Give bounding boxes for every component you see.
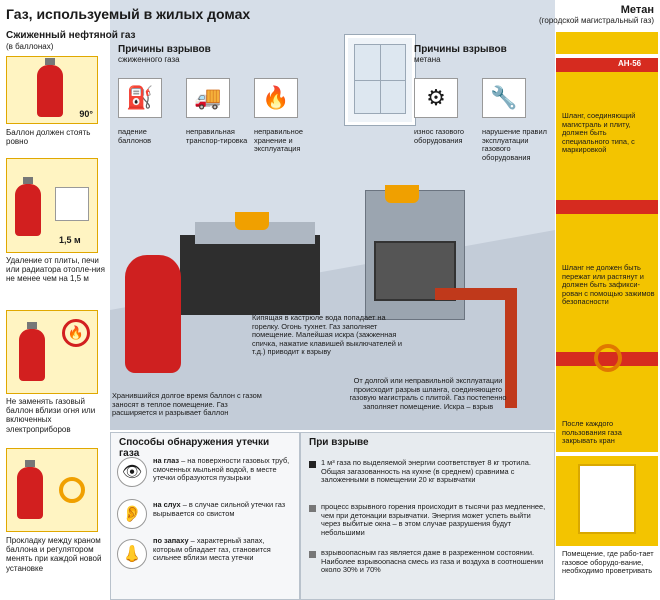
methane-header: Метан (городской магистральный газ) xyxy=(539,4,654,25)
worn-equipment-icon: ⚙ xyxy=(414,78,458,118)
causes-methane-title: Причины взрывов xyxy=(414,44,507,55)
lpg-panel-fire: 🔥 xyxy=(6,310,98,394)
lpg-tip-gasket: Прокладку между краном баллона и регулят… xyxy=(6,536,102,573)
ear-icon: 👂 xyxy=(117,499,147,529)
causes-methane-subtitle: метана xyxy=(414,55,441,64)
causes-lpg-title: Причины взрывов xyxy=(118,44,211,55)
window-icon xyxy=(578,464,636,534)
cause-lpg-1: падение баллонов xyxy=(118,127,152,145)
eye-icon: 👁 xyxy=(117,457,147,487)
methane-tip-ventilation: Помещение, где рабо-тает газовое оборудо… xyxy=(562,549,654,576)
falling-cylinder-icon: ⛽ xyxy=(118,78,162,118)
cause-methane-1: износ газового оборудования xyxy=(414,127,465,145)
methane-title: Метан xyxy=(620,4,654,16)
cause-lpg-3: неправильное хранение и эксплуатация xyxy=(254,127,303,154)
gas-cylinder-icon xyxy=(15,177,41,236)
stove-small-icon xyxy=(55,187,89,221)
methane-pipe xyxy=(556,200,658,214)
explosion-fact-1: 1 м³ газа по выделяемой энергии соответс… xyxy=(321,458,531,485)
gas-cylinder-icon xyxy=(17,460,43,519)
methane-subtitle: (городской магистральный газ) xyxy=(538,16,654,25)
bullet xyxy=(309,551,316,558)
kitchen-counter xyxy=(180,235,320,315)
explosion-title: При взрыве xyxy=(309,437,369,448)
lpg-panel-distance: 1,5 м xyxy=(6,158,98,253)
causes-lpg-header: Причины взрывов сжиженного газа xyxy=(118,44,211,64)
methane-tip-hose: Шланг, соединяющий магистраль и плиту, д… xyxy=(562,111,636,155)
detection-item-hearing: на слух – в случае сильной утечки газ вы… xyxy=(153,500,286,518)
note-pot: Кипящая в кастрюле вода попадает на горе… xyxy=(252,313,403,357)
bullet xyxy=(309,461,316,468)
lpg-tip-fire: Не заменять газовый баллон вблизи огня и… xyxy=(6,397,96,434)
lpg-tip-distance: Удаление от плиты, печи или радиатора от… xyxy=(6,256,105,284)
cause-lpg-2: неправильная транспор-тировка xyxy=(186,127,248,145)
note-cylinder: Хранившийся долгое время баллон с газом … xyxy=(112,391,262,418)
detection-panel: Способы обнаружения утечки газа 👁 на гла… xyxy=(110,432,300,600)
nose-icon: 👃 xyxy=(117,539,147,569)
storage-icon: 🔥 xyxy=(254,78,298,118)
causes-methane-header: Причины взрывов метана xyxy=(414,44,507,64)
methane-tip-valve: После каждого пользования газа закрывать… xyxy=(562,419,622,446)
gas-cylinder-icon xyxy=(37,58,63,117)
window xyxy=(345,35,415,125)
valve-icon xyxy=(594,344,622,372)
lpg-panel-gasket xyxy=(6,448,98,532)
causes-lpg-subtitle: сжиженного газа xyxy=(118,55,180,64)
pot-icon xyxy=(385,185,419,203)
lpg-tip-level: Баллон должен стоять ровно xyxy=(6,128,91,147)
detection-item-smell: по запаху – характерный запах, которым о… xyxy=(153,536,271,563)
explosion-panel: При взрыве 1 м³ газа по выделяемой энерг… xyxy=(300,432,555,600)
gas-pipe xyxy=(435,288,505,300)
pot-icon xyxy=(235,212,269,230)
gas-pipe xyxy=(505,288,517,408)
gasket-icon xyxy=(59,477,85,503)
wrench-icon: 🔧 xyxy=(482,78,526,118)
bullet xyxy=(309,505,316,512)
gas-stove xyxy=(365,190,465,320)
cause-methane-2: нарушение правил эксплуатации газового о… xyxy=(482,127,547,162)
detection-item-sight: на глаз – на поверхности газовых труб, с… xyxy=(153,456,290,483)
explosion-fact-2: процесс взрывного горения происходит в т… xyxy=(321,502,546,537)
pipe-marking: AH-56 xyxy=(618,59,642,68)
methane-pipe xyxy=(556,58,658,72)
gas-cylinder-large xyxy=(125,255,181,373)
note-hose: От долгой или неправильной эксплуатации … xyxy=(349,376,507,411)
small-stove-top xyxy=(195,222,315,244)
lpg-title: Сжиженный нефтяной газ xyxy=(6,30,136,41)
lpg-panel-level: 90° xyxy=(6,56,98,124)
detection-title: Способы обнаружения утечки газа xyxy=(119,437,270,459)
distance-label: 1,5 м xyxy=(59,235,81,245)
angle-label: 90° xyxy=(79,109,93,119)
page-title: Газ, используемый в жилых домах xyxy=(6,6,251,22)
methane-panel: AH-56 xyxy=(556,32,658,452)
methane-tip-clamp: Шланг не должен быть пережат или растяну… xyxy=(562,263,655,307)
no-fire-icon: 🔥 xyxy=(62,319,90,347)
gas-cylinder-icon xyxy=(19,322,45,381)
explosion-fact-3: взрывоопасным газ является даже в разреж… xyxy=(321,548,544,575)
ventilation-panel xyxy=(556,456,658,546)
truck-icon: 🚚 xyxy=(186,78,230,118)
lpg-subtitle: (в баллонах) xyxy=(6,42,54,51)
